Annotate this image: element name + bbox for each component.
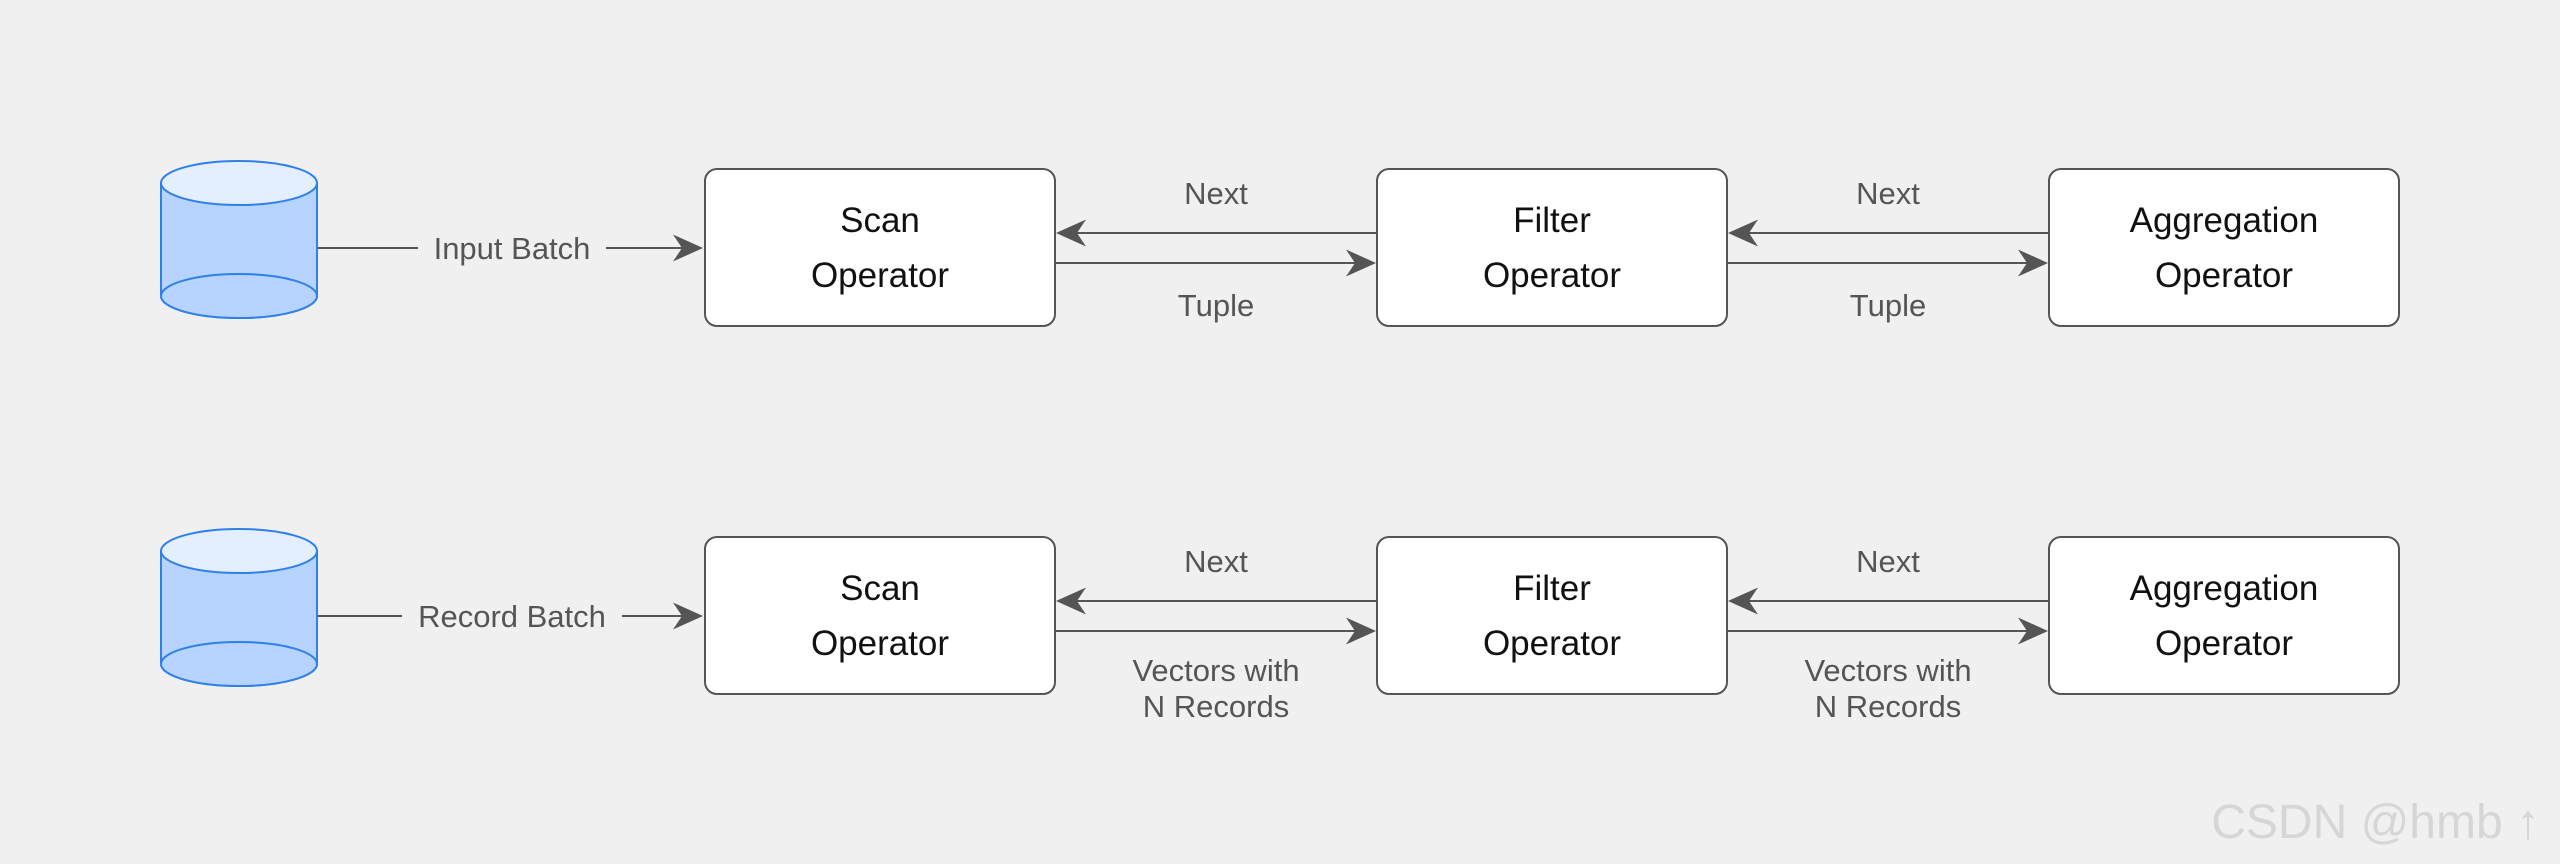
filter-operator-box: Filter Operator [1376,536,1728,695]
filter-operator-line2: Operator [1483,624,1621,663]
record-batch-arrow: Record Batch [318,599,703,634]
scan-operator-box: Scan Operator [704,168,1056,327]
record-batch-label: Record Batch [418,599,606,634]
aggregation-operator-line2: Operator [2155,256,2293,295]
tuple-label: Tuple [1850,288,1926,323]
database-cylinder-icon [160,528,318,687]
filter-aggregation-link: Next Tuple [1727,176,2049,323]
filter-aggregation-link: Next Vectors with N Records [1727,544,2049,724]
aggregation-operator-line1: Aggregation [2130,201,2319,240]
tuple-label: Tuple [1178,288,1254,323]
database-cylinder-icon [160,160,318,319]
aggregation-operator-line2: Operator [2155,624,2293,663]
next-label: Next [1184,176,1248,211]
next-label: Next [1856,176,1920,211]
filter-operator-line1: Filter [1513,201,1591,240]
aggregation-operator-box: Aggregation Operator [2048,536,2400,695]
vectors-label-line1: Vectors with [1132,653,1299,688]
scan-operator-line1: Scan [840,569,920,608]
filter-operator-box: Filter Operator [1376,168,1728,327]
scan-filter-link: Next Tuple [1055,176,1377,323]
input-batch-label: Input Batch [434,231,591,266]
scan-operator-line2: Operator [811,624,949,663]
row-vectorized-model: Record Batch Scan Operator Filter Operat… [160,528,2400,724]
scan-filter-link: Next Vectors with N Records [1055,544,1377,724]
watermark-text: CSDN @hmb ↑ [2211,796,2540,849]
scan-operator-line2: Operator [811,256,949,295]
input-batch-arrow: Input Batch [318,231,703,266]
row-tuple-model: Input Batch Scan Operator Filter Operato… [160,160,2400,327]
scan-operator-line1: Scan [840,201,920,240]
vectors-label-line1: Vectors with [1804,653,1971,688]
aggregation-operator-box: Aggregation Operator [2048,168,2400,327]
vectors-label-line2: N Records [1815,689,1961,724]
vectors-label-line2: N Records [1143,689,1289,724]
next-label: Next [1184,544,1248,579]
aggregation-operator-line1: Aggregation [2130,569,2319,608]
next-label: Next [1856,544,1920,579]
filter-operator-line2: Operator [1483,256,1621,295]
scan-operator-box: Scan Operator [704,536,1056,695]
filter-operator-line1: Filter [1513,569,1591,608]
